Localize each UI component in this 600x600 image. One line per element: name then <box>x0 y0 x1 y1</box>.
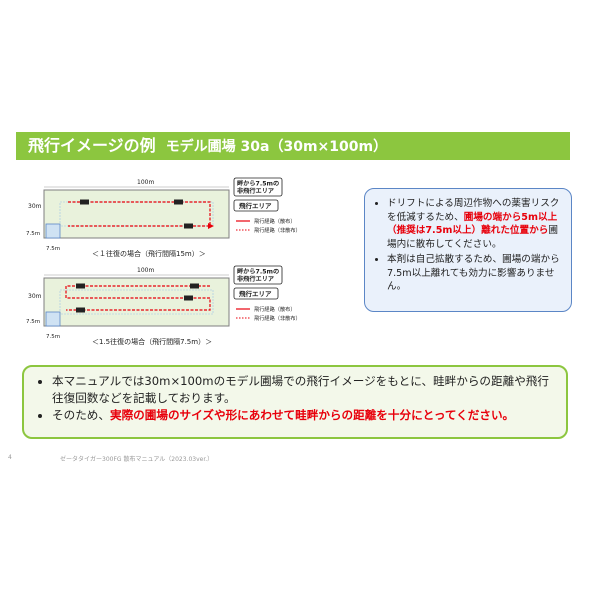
slide: 飛行イメージの例モデル圃場 30a（30m×100m） 100m 30m 7.5… <box>0 120 600 470</box>
callout-no-fly <box>233 177 283 197</box>
note-bubble: ドリフトによる周辺作物への薬害リスクを低減するため、圃場の端から5m以上（推奨は… <box>364 188 572 312</box>
legend-no-spray: 飛行経路（非散布） <box>254 314 301 322</box>
summary-box: 本マニュアルでは30m×100mのモデル圃場での飛行イメージをもとに、畦畔からの… <box>22 365 568 439</box>
title-main: 飛行イメージの例 <box>28 136 156 155</box>
callout-fly-label: 飛行エリア <box>238 201 272 210</box>
flight-path <box>68 201 211 227</box>
callout-no-fly-line2: 非飛行エリア <box>237 187 274 195</box>
margin-h-label: 7.5m <box>46 334 60 340</box>
title-bar: 飛行イメージの例モデル圃場 30a（30m×100m） <box>16 132 570 160</box>
flight-path <box>65 285 211 311</box>
margin-v-label: 7.5m <box>26 319 40 325</box>
width-label: 30m <box>28 203 42 210</box>
field-rect <box>43 277 230 327</box>
callout-no-fly-line2: 非飛行エリア <box>237 275 274 283</box>
diagram-one-round-trip: 100m 30m 7.5m 7.5m ＜１往復の場合（飛行間隔15m）＞ 畔から… <box>24 177 324 268</box>
width-label: 30m <box>28 293 42 300</box>
start-square-icon <box>45 311 61 327</box>
page-number: 4 <box>8 454 12 461</box>
callout-fly-label: 飛行エリア <box>238 289 272 298</box>
arrow-head-icon <box>208 223 214 229</box>
legend-spray: 飛行経路（散布） <box>254 305 296 313</box>
field-rect <box>43 189 230 239</box>
margin-v-label: 7.5m <box>26 231 40 237</box>
callout-no-fly-line1: 畔から7.5mの <box>237 180 279 188</box>
note-item-1: ドリフトによる周辺作物への薬害リスクを低減するため、圃場の端から5m以上（推奨は… <box>387 197 561 251</box>
fly-area-rect <box>59 289 214 315</box>
drone-icon <box>80 199 193 229</box>
footer-text: ゼータタイガー300FG 散布マニュアル（2023.03ver.） <box>60 456 214 463</box>
length-label: 100m <box>137 179 154 186</box>
callout-no-fly <box>233 265 283 285</box>
callout-no-fly-line1: 畔から7.5mの <box>237 268 279 276</box>
callout-fly <box>233 287 279 300</box>
start-square-icon <box>45 223 61 239</box>
note-item-1-emphasis: 圃場の端から5m以上（推奨は7.5m以上）離れた位置から <box>387 211 558 237</box>
summary-item-2-text: そのため、 <box>52 408 110 422</box>
summary-item-2: そのため、実際の圃場のサイズや形にあわせて畦畔からの距離を十分にとってください。 <box>52 407 556 424</box>
diagram-one-and-half-round-trip: 100m 30m 7.5m 7.5m ＜1.5往復の場合（飛行間隔7.5m）＞ … <box>24 265 324 356</box>
length-label: 100m <box>137 267 154 274</box>
legend-spray: 飛行経路（散布） <box>254 217 296 225</box>
legend-no-spray: 飛行経路（非散布） <box>254 226 301 234</box>
note-item-1-tail: 圃場内に散布してください。 <box>387 225 558 250</box>
diagram-caption: ＜1.5往復の場合（飛行間隔7.5m）＞ <box>92 337 212 346</box>
note-item-2: 本剤は自己拡散するため、圃場の端から7.5m以上離れても効力に影響ありません。 <box>387 253 561 294</box>
summary-item-2-emphasis: 実際の圃場のサイズや形にあわせて畦畔からの距離を十分にとってください。 <box>109 408 515 422</box>
title-sub: モデル圃場 30a（30m×100m） <box>165 139 388 155</box>
margin-h-label: 7.5m <box>46 246 60 252</box>
callout-fly <box>233 199 279 212</box>
diagram-caption: ＜１往復の場合（飛行間隔15m）＞ <box>92 249 206 258</box>
summary-item-1: 本マニュアルでは30m×100mのモデル圃場での飛行イメージをもとに、畦畔からの… <box>52 373 556 407</box>
note-item-1-text: ドリフトによる周辺作物への薬害リスクを低減するため、 <box>387 198 560 223</box>
drone-icon <box>76 283 199 313</box>
